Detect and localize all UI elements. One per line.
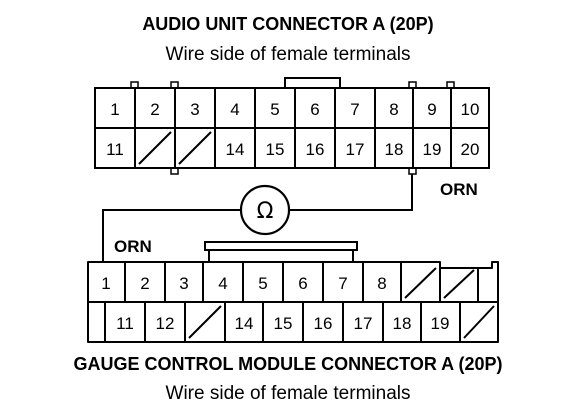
- bottom-pin-label: 14: [235, 314, 254, 333]
- top-pin-label: 11: [106, 140, 124, 159]
- ohmmeter-symbol: Ω: [257, 199, 274, 224]
- bottom-connector-pins: 1 2 3 4 5 6 7 8 11 12 14 15 16 17 18 19: [101, 274, 449, 333]
- top-pin-label: 9: [427, 100, 436, 119]
- top-pin-label: 2: [150, 100, 159, 119]
- wire-label-bottom-orn: ORN: [114, 237, 152, 256]
- wire-label-top-orn: ORN: [440, 180, 478, 199]
- bottom-pin-label: 8: [377, 274, 386, 293]
- bottom-pin-label: 2: [140, 274, 149, 293]
- top-connector-peg: [446, 81, 455, 89]
- bottom-pin-label: 17: [354, 314, 373, 333]
- blank-cavity-icon: [188, 305, 222, 339]
- top-connector-pins: 1 2 3 4 5 6 7 8 9 10 11 14 15 16 17 18 1…: [106, 100, 479, 159]
- top-pin-label: 18: [385, 140, 404, 159]
- top-pin-label: 6: [310, 100, 319, 119]
- test-wire: [102, 174, 413, 262]
- top-pin-label: 5: [270, 100, 279, 119]
- top-pin-label: 20: [461, 140, 480, 159]
- top-pin-label: 14: [226, 140, 245, 159]
- wire-to-bottom-pin-1: [102, 209, 240, 262]
- bottom-pin-label: 15: [274, 314, 293, 333]
- top-pin-label: 4: [230, 100, 239, 119]
- top-connector-lock-tab: [284, 77, 341, 88]
- bottom-pin-label: 16: [314, 314, 333, 333]
- top-pin-label: 3: [190, 100, 199, 119]
- top-pin-label: 19: [423, 140, 442, 159]
- top-connector: [94, 77, 490, 175]
- bottom-pin-label: 6: [298, 274, 307, 293]
- blank-cavity-icon: [404, 267, 437, 299]
- bottom-connector-title: GAUGE CONTROL MODULE CONNECTOR A (20P): [73, 354, 503, 374]
- top-pin-label: 10: [461, 100, 480, 119]
- bottom-connector: [87, 241, 499, 343]
- bottom-pin-label: 12: [156, 314, 175, 333]
- bottom-pin-label: 3: [179, 274, 188, 293]
- top-pin-label: 7: [350, 100, 359, 119]
- bottom-pin-label: 5: [258, 274, 267, 293]
- top-connector-peg: [170, 81, 179, 89]
- top-connector-peg: [170, 167, 179, 175]
- blank-cavity-icon: [443, 269, 475, 299]
- wire-to-top-pin-19: [290, 174, 413, 211]
- blank-cavity-icon: [463, 305, 495, 339]
- bottom-pin-label: 11: [116, 314, 134, 333]
- bottom-connector-lock-bar: [204, 241, 358, 251]
- ohmmeter-icon: [239, 184, 291, 236]
- top-connector-title: AUDIO UNIT CONNECTOR A (20P): [142, 14, 434, 34]
- bottom-pin-label: 18: [393, 314, 412, 333]
- blank-cavity-icon: [178, 131, 212, 165]
- top-pin-label: 1: [110, 100, 119, 119]
- bottom-pin-label: 4: [218, 274, 227, 293]
- blank-cavity-icon: [138, 131, 172, 165]
- top-pin-label: 17: [346, 140, 365, 159]
- top-connector-peg: [130, 81, 139, 89]
- top-connector-subtitle: Wire side of female terminals: [165, 44, 411, 65]
- top-connector-peg: [408, 81, 417, 89]
- bottom-pin-label: 7: [338, 274, 347, 293]
- bottom-connector-subtitle: Wire side of female terminals: [165, 383, 411, 404]
- top-pin-label: 15: [266, 140, 285, 159]
- top-pin-label: 8: [389, 100, 398, 119]
- bottom-pin-label: 1: [101, 274, 110, 293]
- top-pin-label: 16: [306, 140, 325, 159]
- bottom-pin-label: 19: [431, 314, 450, 333]
